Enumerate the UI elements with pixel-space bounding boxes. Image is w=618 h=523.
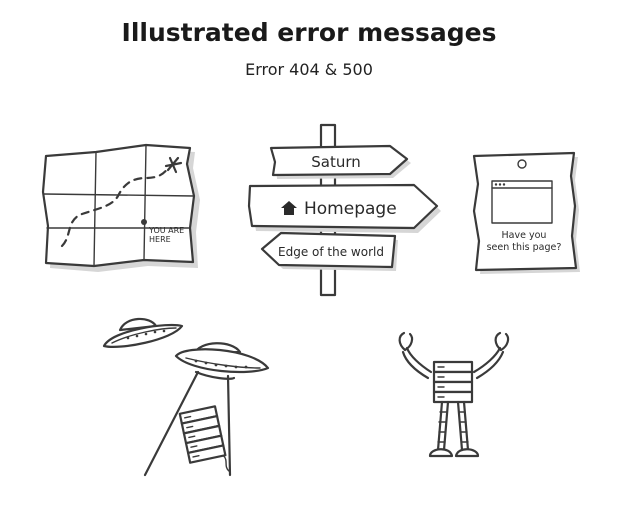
sign-bottom-label: Edge of the world: [278, 245, 384, 259]
missing-poster-illustration: Have you seen this page?: [472, 151, 580, 274]
signpost-illustration: Saturn Homepage Edge of the world: [247, 123, 441, 297]
left-claw-icon: [398, 331, 414, 352]
poster-line1: Have you: [502, 230, 547, 241]
home-icon: [281, 201, 297, 215]
right-claw-icon: [494, 331, 510, 352]
map-marker-line2: HERE: [149, 235, 171, 244]
browser-window-icon: [491, 180, 553, 224]
map-illustration: YOU ARE HERE: [41, 143, 200, 272]
map-path: [60, 166, 170, 248]
map-marker-line1: YOU ARE: [148, 226, 184, 235]
page-title: Illustrated error messages: [121, 18, 497, 47]
ufo-large-icon: [174, 342, 270, 380]
server-stack-icon: [178, 405, 230, 472]
ufo-small-icon: [102, 317, 184, 348]
page-subtitle: Error 404 & 500: [245, 60, 373, 79]
server-robot-illustration: [398, 331, 510, 458]
ufo-abduction-illustration: [102, 317, 270, 477]
poster-line2: seen this page?: [487, 242, 562, 253]
sign-top-label: Saturn: [311, 153, 361, 171]
pin-icon: [517, 159, 527, 169]
star-icon: [164, 156, 183, 174]
location-dot-icon: [141, 219, 147, 225]
sign-middle-label: Homepage: [304, 199, 397, 219]
